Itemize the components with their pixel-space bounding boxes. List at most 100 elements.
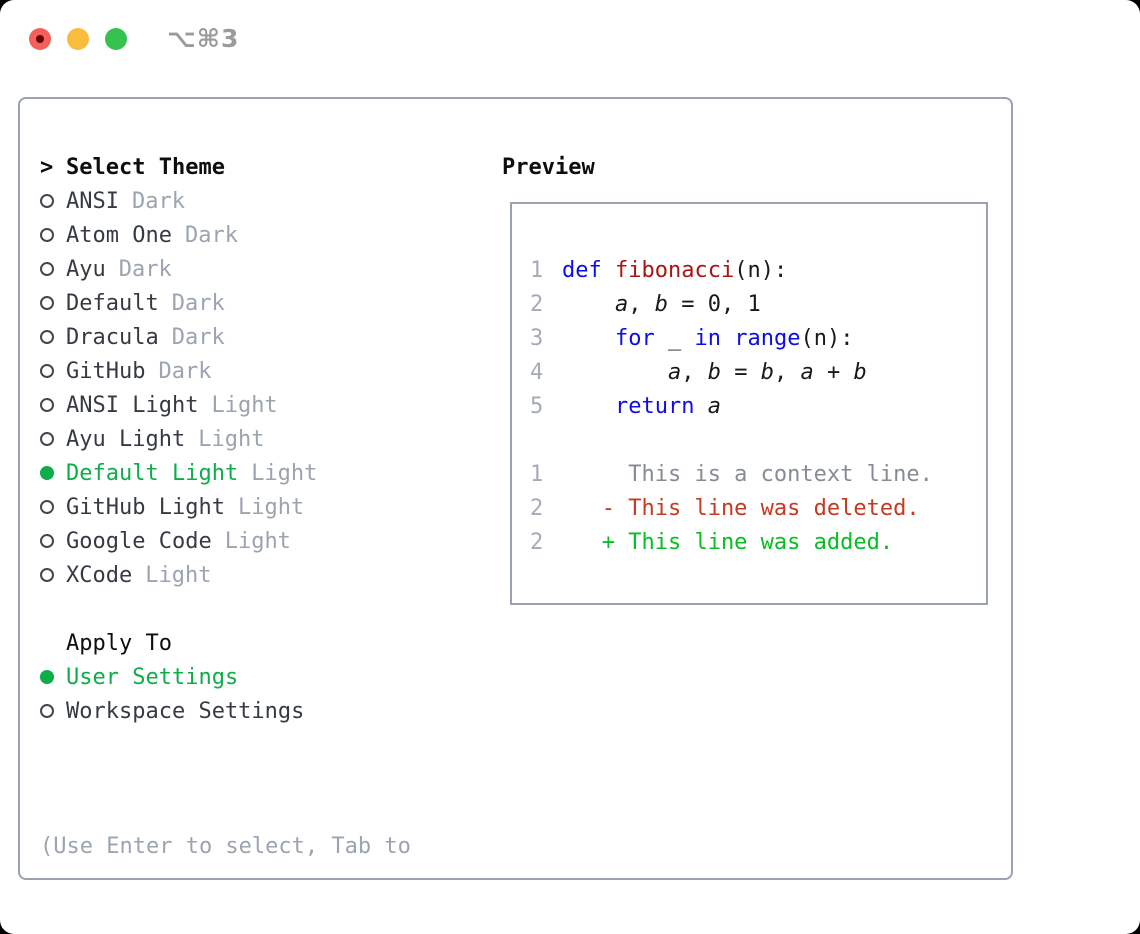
option-variant: Light [211, 392, 278, 418]
theme-option[interactable]: Default Light Light [40, 456, 500, 490]
theme-option[interactable]: Dracula Dark [40, 320, 500, 354]
option-variant: Dark [171, 290, 225, 316]
marker [40, 330, 66, 344]
option-label: Ayu Light [66, 426, 186, 452]
window-title: ⌥⌘3 [167, 24, 240, 53]
unsaved-changes-dot [36, 35, 44, 43]
option-label: Ayu [66, 256, 106, 282]
radio-selected-icon [40, 670, 54, 684]
code-content: def fibonacci(n): [562, 257, 788, 283]
marker [40, 704, 66, 718]
spacer [40, 592, 500, 626]
marker [40, 364, 66, 378]
theme-option[interactable]: ANSI Light Light [40, 388, 500, 422]
marker [40, 670, 66, 684]
radio-icon [40, 534, 54, 548]
line-number: 4 [530, 359, 544, 385]
marker [40, 432, 66, 446]
code-block: 1 def fibonacci(n): 2 a, b = 0, 1 3 for _ i… [530, 253, 986, 559]
spacer [40, 728, 500, 762]
option-label: Google Code [66, 528, 212, 554]
cursor-marker: > [40, 154, 54, 180]
radio-icon [40, 432, 54, 446]
radio-icon [40, 296, 54, 310]
zoom-button[interactable] [105, 28, 127, 50]
option-variant: Dark [158, 358, 212, 384]
option-label: ANSI [66, 188, 119, 214]
radio-icon [40, 568, 54, 582]
marker [40, 194, 66, 208]
marker [40, 500, 66, 514]
theme-option[interactable]: XCode Light [40, 558, 500, 592]
option-label: GitHub Light [66, 494, 225, 520]
option-label: Dracula [66, 324, 159, 350]
minimize-button[interactable] [67, 28, 89, 50]
apply-to-header: Apply To [40, 626, 500, 660]
line-number: 5 [530, 393, 544, 419]
radio-icon [40, 228, 54, 242]
option-variant: Light [198, 426, 265, 452]
code-content: This is a context line. [562, 461, 933, 487]
theme-option[interactable]: Atom One Dark [40, 218, 500, 252]
close-button[interactable] [29, 28, 51, 50]
code-content: for _ in range(n): [614, 325, 854, 351]
apply-to-title: Apply To [66, 630, 172, 656]
preview-box: 1 def fibonacci(n): 2 a, b = 0, 1 3 for _ i… [510, 202, 988, 605]
radio-icon [40, 364, 54, 378]
line-number: 2 [530, 495, 544, 521]
code-line: 3 for _ in range(n): [530, 321, 986, 355]
code-line: 2 + This line was added. [530, 525, 986, 559]
option-variant: Dark [184, 222, 238, 248]
code-line: 1 This is a context line. [530, 457, 986, 491]
option-label: ANSI Light [66, 392, 199, 418]
line-number: 1 [530, 461, 544, 487]
option-label: GitHub [66, 358, 146, 384]
radio-icon [40, 398, 54, 412]
hint-text: (Use Enter to select, Tab to change focu… [40, 762, 500, 934]
theme-option[interactable]: Google Code Light [40, 524, 500, 558]
option-variant: Light [251, 460, 318, 486]
theme-option[interactable]: Ayu Light Light [40, 422, 500, 456]
option-label: User Settings [66, 664, 239, 690]
marker [40, 398, 66, 412]
marker [40, 466, 66, 480]
radio-icon [40, 194, 54, 208]
theme-option[interactable]: GitHub Dark [40, 354, 500, 388]
theme-option[interactable]: Default Dark [40, 286, 500, 320]
radio-icon [40, 262, 54, 276]
marker [40, 262, 66, 276]
option-variant: Light [145, 562, 212, 588]
theme-option[interactable]: ANSI Dark [40, 184, 500, 218]
marker [40, 568, 66, 582]
option-label: XCode [66, 562, 133, 588]
radio-selected-icon [40, 466, 54, 480]
marker [40, 296, 66, 310]
option-label: Default Light [66, 460, 239, 486]
line-number: 1 [530, 257, 544, 283]
hint-line: (Use Enter to select, Tab to [40, 834, 411, 859]
marker [40, 228, 66, 242]
option-variant: Dark [131, 188, 185, 214]
radio-icon [40, 330, 54, 344]
option-variant: Light [237, 494, 305, 520]
line-number: 3 [530, 325, 544, 351]
apply-option[interactable]: User Settings [40, 660, 500, 694]
option-label: Atom One [66, 222, 172, 248]
option-label: Default [66, 290, 159, 316]
theme-option[interactable]: GitHub Light Light [40, 490, 500, 524]
code-line: 5 return a [530, 389, 986, 423]
code-content: - This line was deleted. [562, 495, 920, 521]
code-content: return a [614, 393, 721, 419]
code-content: a, b = 0, 1 [614, 291, 761, 317]
option-variant: Light [224, 528, 291, 554]
line-number: 2 [530, 291, 544, 317]
option-variant: Dark [171, 324, 225, 350]
code-content: + This line was added. [562, 529, 894, 555]
apply-option[interactable]: Workspace Settings [40, 694, 500, 728]
